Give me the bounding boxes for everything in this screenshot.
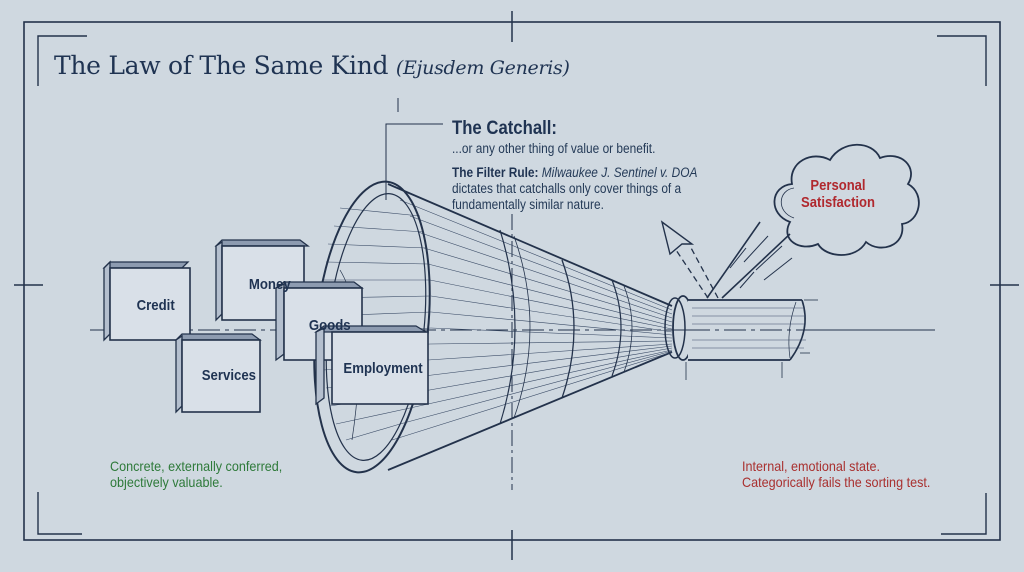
emission-rays xyxy=(706,221,793,299)
item-label-services: Services xyxy=(201,367,257,384)
accepted-note: Concrete, externally conferred, objectiv… xyxy=(110,458,282,490)
filter-rule-line-2: dictates that catchalls only cover thing… xyxy=(452,181,682,196)
filter-rule-line-1: The Filter Rule: Milwaukee J. Sentinel v… xyxy=(452,165,697,181)
item-label-employment: Employment xyxy=(343,360,423,377)
item-label-credit: Credit xyxy=(136,297,175,314)
accepted-note-line-1: Concrete, externally conferred, xyxy=(110,458,283,474)
accepted-note-line-2: objectively valuable. xyxy=(110,474,223,490)
rejected-note-line-2: Categorically fails the sorting test. xyxy=(742,474,931,490)
rejected-note-line-1: Internal, emotional state. xyxy=(742,458,880,474)
catchall-leader-line xyxy=(385,123,443,200)
pipe xyxy=(664,295,935,380)
filter-rule: The Filter Rule: Milwaukee J. Sentinel v… xyxy=(452,165,697,213)
item-label-money: Money xyxy=(248,276,291,293)
cloud-label-line-2: Satisfaction xyxy=(801,195,875,211)
catchall-heading: The Catchall: xyxy=(452,118,557,139)
filter-rule-case: Milwaukee J. Sentinel v. DOA xyxy=(541,165,698,180)
cloud-shape xyxy=(773,143,920,256)
title-main: The Law of The Same Kind xyxy=(54,51,389,80)
item-box-services xyxy=(174,333,262,414)
corner-bracket-top-right xyxy=(937,35,987,86)
cloud-label: Personal Satisfaction xyxy=(795,178,881,212)
title-subtitle: (Ejusdem Generis) xyxy=(395,57,570,79)
cloud-label-line-1: Personal xyxy=(810,178,866,194)
rejection-arrow xyxy=(660,220,719,299)
corner-bracket-bottom-right xyxy=(941,493,987,535)
corner-bracket-top-left xyxy=(37,35,87,86)
corner-bracket-bottom-left xyxy=(37,492,82,535)
item-box-credit xyxy=(102,260,191,342)
item-label-goods: Goods xyxy=(308,317,351,334)
item-box-employment xyxy=(314,325,429,406)
catchall-text: ...or any other thing of value or benefi… xyxy=(452,141,656,156)
filter-rule-line-3: fundamentally similar nature. xyxy=(452,197,604,212)
page-title: The Law of The Same Kind (Ejusdem Generi… xyxy=(54,51,570,80)
filter-rule-label: The Filter Rule: xyxy=(452,165,539,180)
rejected-note: Internal, emotional state. Categorically… xyxy=(742,458,930,490)
